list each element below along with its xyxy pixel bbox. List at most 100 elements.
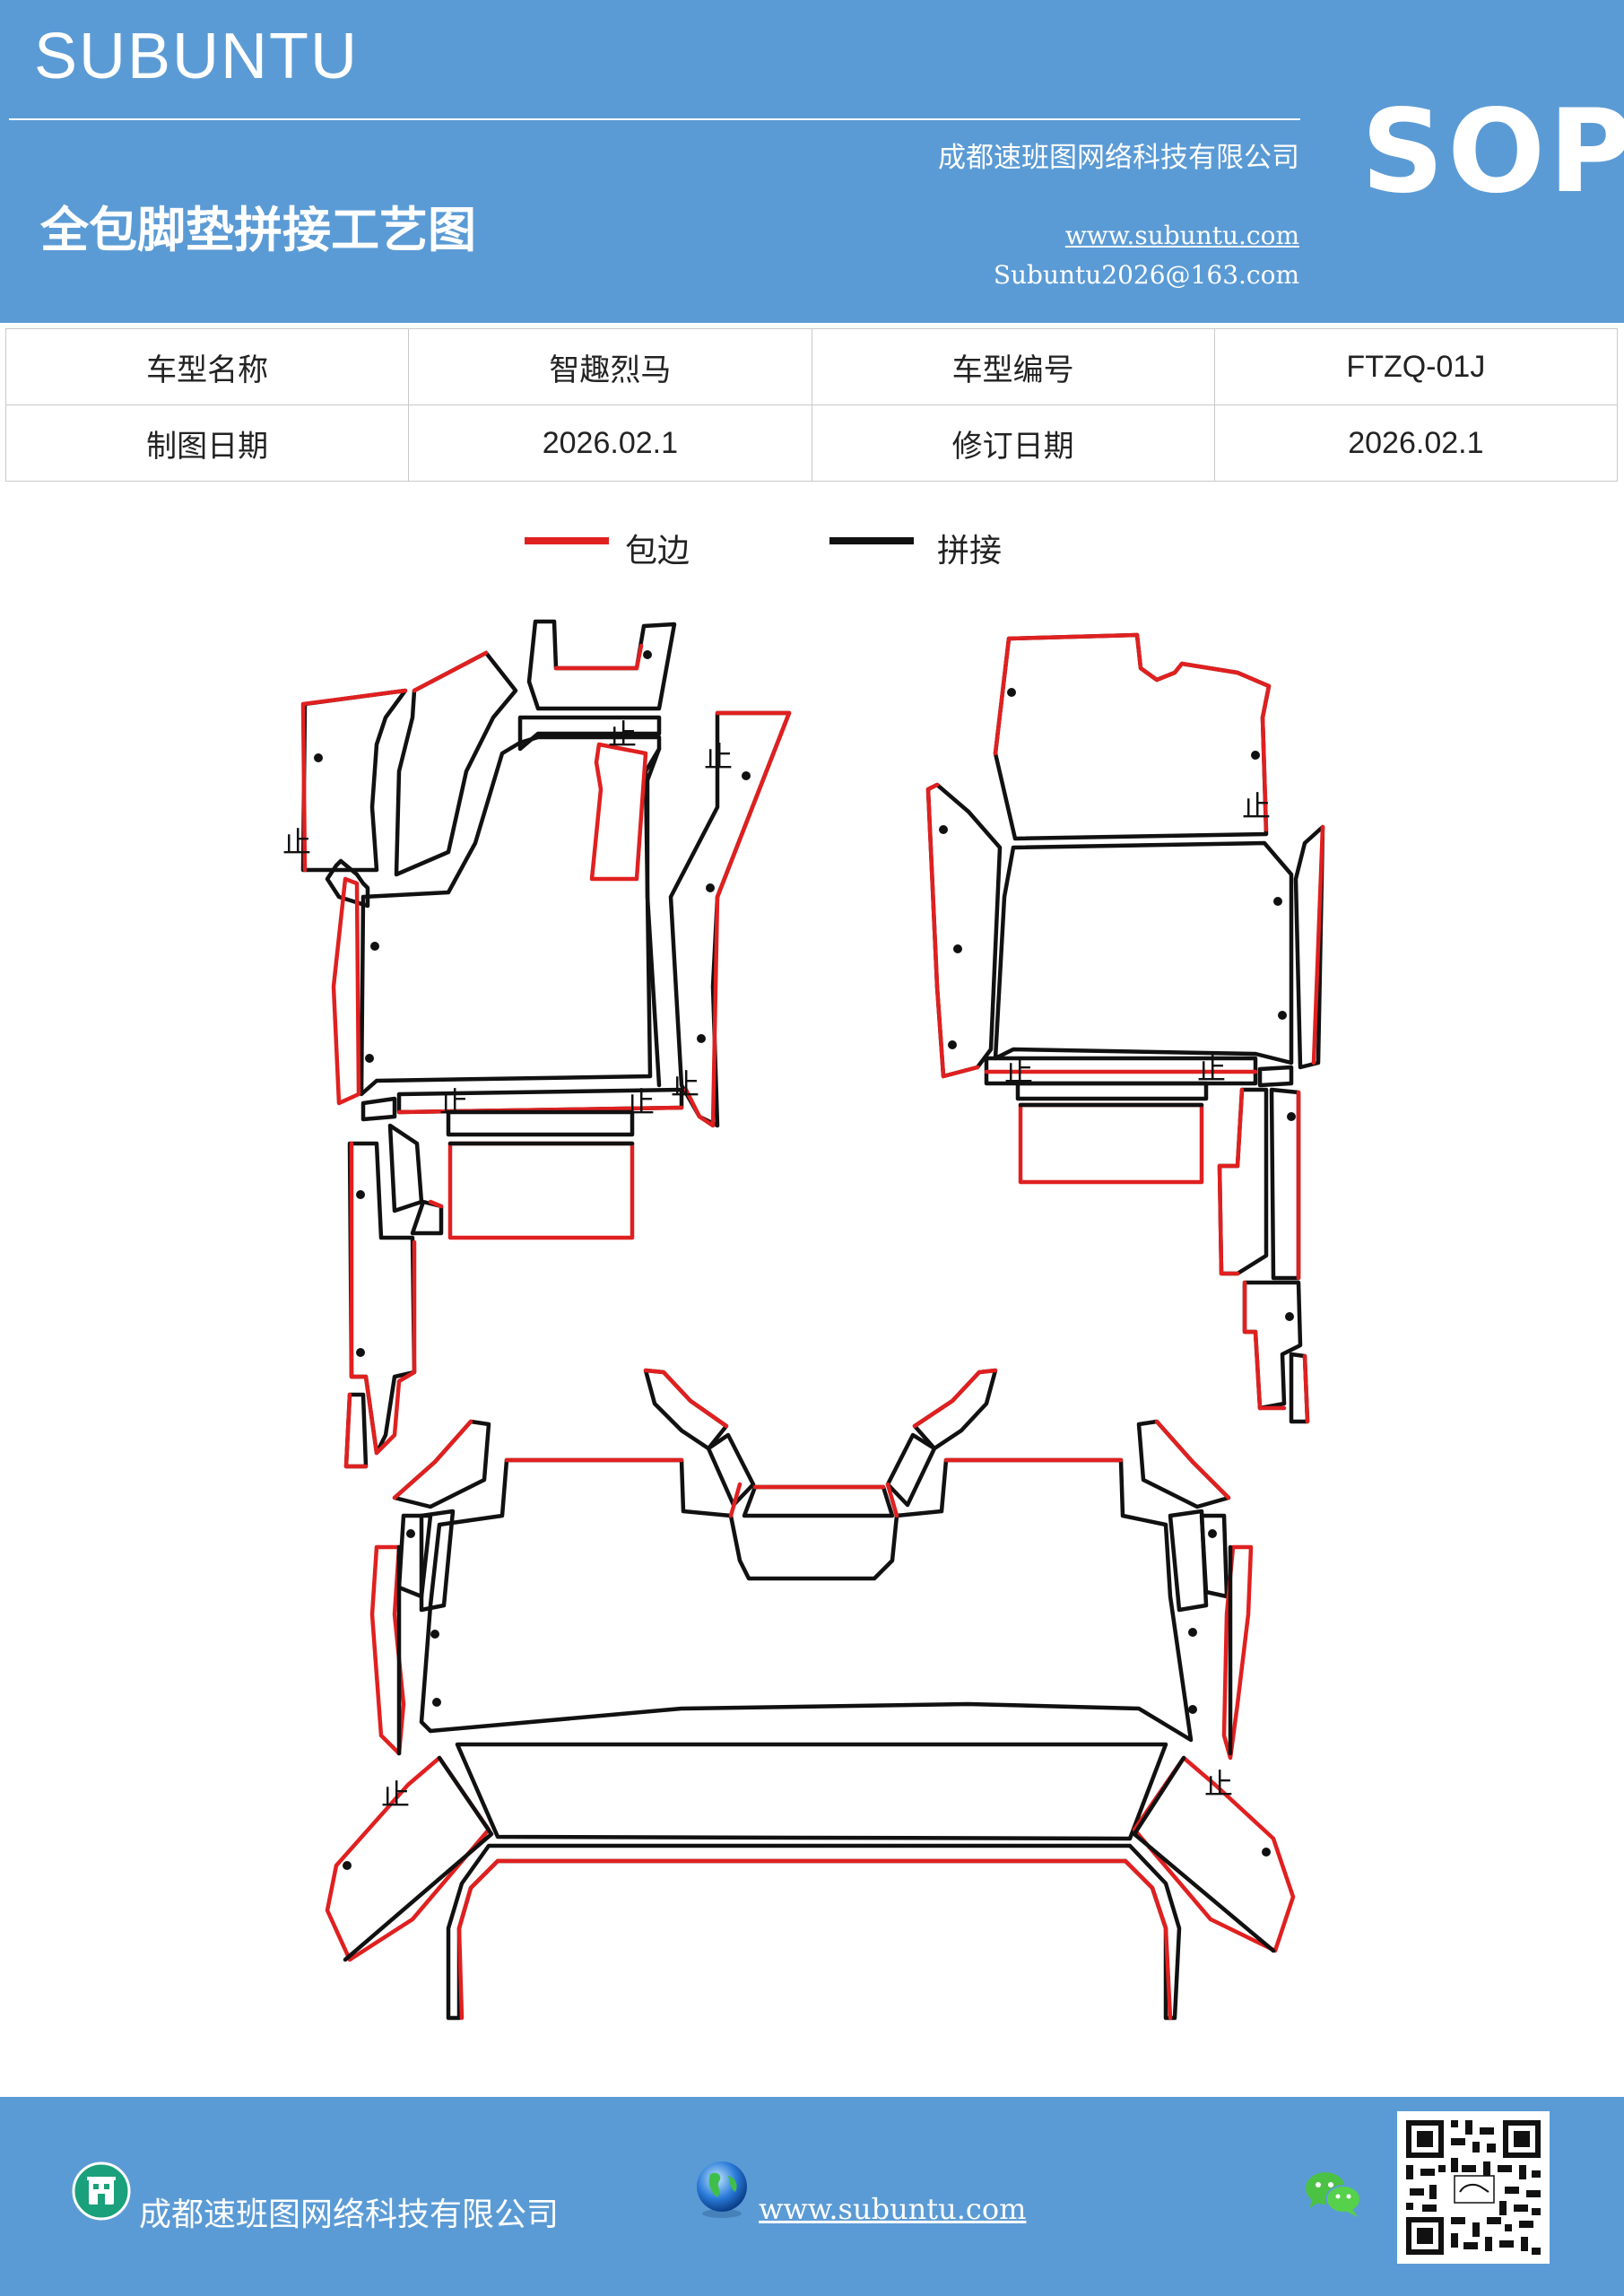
- locator-dot: [742, 771, 751, 780]
- edge-segment: [925, 782, 980, 1079]
- locator-dot: [939, 825, 948, 834]
- mat-piece: [1015, 1081, 1209, 1101]
- brand-name: SUBUNTU: [34, 21, 360, 92]
- mat-piece: [912, 1368, 998, 1451]
- legend-swatch-black: [829, 537, 914, 544]
- locator-dot: [356, 1348, 365, 1357]
- header-banner: SUBUNTU SOP 成都速班图网络科技有限公司 全包脚垫拼接工艺图 www.…: [0, 0, 1624, 323]
- mat-piece: [359, 735, 662, 1097]
- stop-mark: 止: [1204, 1767, 1233, 1801]
- model-name-label: 车型名称: [4, 328, 410, 405]
- edge-segment: [1217, 1087, 1245, 1276]
- mat-piece: [993, 632, 1272, 841]
- locator-dots: [314, 650, 1296, 1870]
- mat-piece: [387, 1123, 424, 1213]
- mat-piece: [419, 1457, 1194, 1743]
- locator-dot: [314, 753, 323, 762]
- front-right-mat-group: [925, 632, 1325, 1424]
- mat-piece: [526, 619, 677, 711]
- mat-piece: [1217, 1087, 1269, 1276]
- revise-date-value: 2026.02.1: [1213, 404, 1619, 482]
- table-row: 车型名称 智趣烈马 车型编号 FTZQ-01J: [4, 328, 1619, 405]
- mat-piece: [668, 710, 792, 1128]
- stop-mark: 止: [1242, 789, 1271, 823]
- locator-dot: [1273, 897, 1282, 906]
- footer-bar: 成都速班图网络科技有限公司 www.subuntu.com: [0, 2097, 1624, 2296]
- mat-piece: [984, 1056, 1258, 1086]
- mat-piece: [394, 650, 518, 877]
- edge-segment: [428, 1199, 444, 1209]
- edge-segment: [396, 1105, 684, 1115]
- wechat-icon[interactable]: [1302, 2167, 1365, 2221]
- edge-segment: [728, 1482, 743, 1518]
- edge-segment: [1154, 1419, 1231, 1500]
- globe-icon[interactable]: [690, 2158, 753, 2221]
- mat-piece: [419, 1509, 456, 1613]
- seam-segment: [1132, 1755, 1276, 1953]
- header-email: Subuntu2026@163.com: [993, 260, 1299, 290]
- edge-segment: [1311, 824, 1325, 1065]
- stop-mark: 止: [439, 1085, 468, 1119]
- sop-badge: SOP: [1361, 85, 1624, 219]
- mat-piece: [347, 1141, 417, 1456]
- edge-segment: [683, 710, 792, 1128]
- mat-piece: [1293, 824, 1325, 1070]
- locator-dot: [432, 1698, 441, 1707]
- edge-segment: [1242, 1280, 1287, 1411]
- edge-segment: [300, 688, 408, 873]
- mat-piece: [1136, 1419, 1231, 1509]
- draw-date-value: 2026.02.1: [408, 404, 812, 482]
- front-left-mat-group: [300, 619, 792, 1469]
- rear-mat-group: [325, 1368, 1296, 2021]
- mat-piece: [589, 742, 648, 882]
- locator-dot: [706, 883, 715, 892]
- header-website-link[interactable]: www.subuntu.com: [1064, 221, 1299, 250]
- edge-segment: [412, 650, 489, 693]
- info-table: 车型名称 智趣烈马 车型编号 FTZQ-01J 制图日期 2026.02.1 修…: [4, 328, 1619, 482]
- locator-dot: [1287, 1112, 1296, 1121]
- qr-code: [1397, 2111, 1550, 2264]
- locator-dot: [1188, 1628, 1197, 1637]
- locator-dot: [370, 942, 379, 951]
- edge-segment: [343, 1392, 369, 1469]
- locator-dot: [1188, 1705, 1197, 1714]
- mat-piece: [1257, 1065, 1294, 1088]
- mat-piece: [331, 876, 361, 1106]
- edge-segment: [349, 1141, 417, 1456]
- revise-date-label: 修订日期: [811, 404, 1215, 482]
- edge-segment: [885, 1482, 899, 1518]
- footer-website-link[interactable]: www.subuntu.com: [759, 2192, 1027, 2226]
- locator-dot: [1285, 1312, 1294, 1321]
- mat-piece: [1168, 1509, 1209, 1613]
- qr-code-image: [1397, 2111, 1550, 2264]
- model-name-value: 智趣烈马: [408, 328, 812, 405]
- locator-dot: [1251, 751, 1260, 760]
- model-code-label: 车型编号: [811, 328, 1215, 405]
- mat-piece: [742, 1484, 895, 1518]
- stop-mark: 止: [671, 1067, 699, 1101]
- legend-swatch-red: [525, 537, 609, 544]
- mat-piece: [392, 1419, 491, 1509]
- locator-dot: [430, 1630, 439, 1639]
- mat-piece: [706, 1432, 756, 1508]
- header-company: 成都速班图网络科技有限公司: [938, 142, 1299, 174]
- locator-dot: [948, 1040, 957, 1049]
- draw-date-label: 制图日期: [4, 404, 410, 482]
- edge-segment: [993, 632, 1272, 832]
- edge-segment: [645, 746, 662, 1088]
- locator-dot: [953, 944, 962, 953]
- stop-mark: 止: [704, 740, 733, 774]
- mat-piece: [446, 1109, 635, 1137]
- footer-company: 成都速班图网络科技有限公司: [139, 2196, 560, 2233]
- locator-dot: [1208, 1529, 1217, 1538]
- stop-mark: 止: [1197, 1052, 1226, 1086]
- mat-piece: [360, 1096, 397, 1122]
- locator-dot: [356, 1190, 365, 1199]
- edge-segment: [553, 643, 644, 671]
- stop-mark: 止: [282, 825, 311, 859]
- locator-dot: [406, 1529, 415, 1538]
- mat-piece: [517, 715, 662, 752]
- stop-marks: 止 止 止 止 止 止 止 止 止 止 止: [282, 718, 1271, 1812]
- edge-segment: [392, 1419, 473, 1500]
- seam-segment: [343, 1755, 494, 1962]
